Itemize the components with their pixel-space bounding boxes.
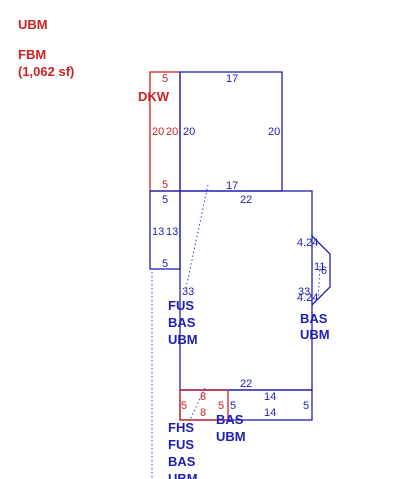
- lower-red-dim-right: 5: [218, 400, 224, 412]
- bay-code-bas: BAS: [300, 311, 328, 326]
- side-dim-top: 5: [162, 194, 168, 206]
- bay-code-ubm: UBM: [300, 327, 330, 342]
- dkw-dim-right: 20: [166, 126, 178, 138]
- side-dim-right: 13: [166, 226, 178, 238]
- legend-ubm: UBM: [18, 17, 48, 32]
- dotted-line-lower: [189, 387, 206, 421]
- lower-left-code-fhs: FHS: [168, 420, 194, 435]
- lower-red-outline: [179, 389, 229, 421]
- upper-dim-top: 17: [226, 73, 238, 85]
- dotted-line-bay: [317, 265, 321, 301]
- lower-mid-code-bas: BAS: [216, 412, 244, 427]
- upper-section-outline: [179, 71, 283, 192]
- bay-dim-6: 6: [321, 265, 327, 277]
- lower-left-code-ubm: UBM: [168, 471, 198, 479]
- legend-fbm-area: (1,062 sf): [18, 64, 74, 79]
- main-dim-bottom: 22: [240, 378, 252, 390]
- bay-dim-4-24-top: 4.24: [297, 237, 318, 249]
- lower-blue-dim-left: 5: [230, 400, 236, 412]
- dkw-dim-left: 20: [152, 126, 164, 138]
- bay-dim-4-24-bottom: 4.24: [297, 292, 318, 304]
- main-code-fus: FUS: [168, 298, 194, 313]
- lower-blue-dim-top: 14: [264, 391, 276, 403]
- bay-dim-11: 11: [314, 261, 325, 273]
- main-section-outline: [179, 190, 313, 391]
- lower-red-dim-left: 5: [181, 400, 187, 412]
- lower-red-dim-top: 8: [200, 391, 206, 403]
- side-dim-bottom: 5: [162, 258, 168, 270]
- upper-dim-right: 20: [268, 126, 280, 138]
- main-dim-top: 22: [240, 194, 252, 206]
- lower-left-code-fus: FUS: [168, 437, 194, 452]
- upper-dim-left: 20: [183, 126, 195, 138]
- lower-left-code-bas: BAS: [168, 454, 196, 469]
- bay-window-outline: [311, 235, 331, 306]
- legend-fbm: FBM: [18, 47, 46, 62]
- lower-blue-dim-right: 5: [303, 400, 309, 412]
- lower-blue-dim-bottom: 14: [264, 407, 276, 419]
- upper-dim-bottom: 17: [226, 180, 238, 192]
- main-code-ubm: UBM: [168, 332, 198, 347]
- bay-dim-33: 33: [298, 286, 310, 298]
- dotted-line-diagonal: [185, 184, 209, 289]
- dkw-dim-top: 5: [162, 73, 168, 85]
- deck-dkw-label: DKW: [138, 89, 170, 104]
- dkw-dim-bottom: 5: [162, 179, 168, 191]
- side-dim-left: 13: [152, 226, 164, 238]
- main-code-bas: BAS: [168, 315, 196, 330]
- main-dim-left: 33: [182, 286, 194, 298]
- lower-mid-code-ubm: UBM: [216, 429, 246, 444]
- lower-red-dim-bottom: 8: [200, 407, 206, 419]
